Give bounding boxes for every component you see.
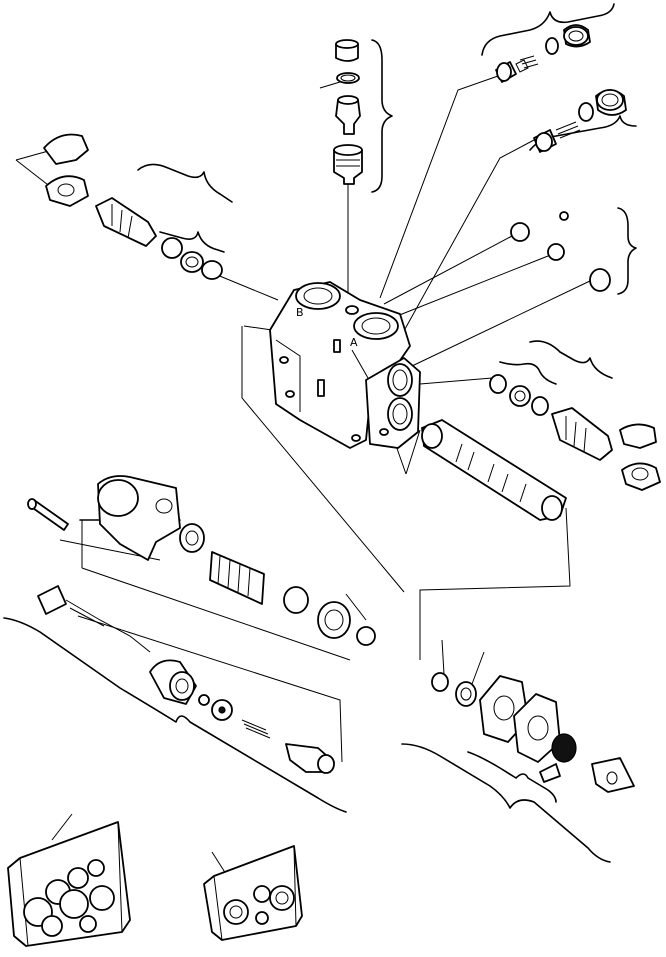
- brace-right-mid-small: [500, 362, 556, 384]
- valve-body: B A: [270, 282, 420, 448]
- port-a-label: A: [350, 336, 358, 349]
- brace-top-right: [482, 4, 614, 55]
- top-stack-parts: [334, 40, 362, 184]
- top-right-parts: [496, 25, 626, 152]
- brace-vertical-stem: [372, 40, 392, 192]
- brace-left-upper-small: [160, 232, 224, 252]
- leader-lines: [16, 76, 592, 874]
- seal-kit-packs: [8, 822, 302, 946]
- group-braces: [4, 4, 636, 862]
- spool: [422, 420, 566, 520]
- left-middle-parts: [28, 476, 375, 645]
- lower-left-parts: [38, 586, 334, 773]
- brace-right-mid: [530, 341, 612, 378]
- brace-lower-right: [402, 744, 610, 862]
- right-mid-parts: [490, 375, 660, 490]
- brace-lower-right-small: [468, 752, 556, 802]
- brace-lower-left: [4, 618, 346, 812]
- right-orings: [511, 212, 610, 291]
- left-upper-parts: [44, 135, 222, 280]
- brace-left-upper: [138, 164, 232, 202]
- port-b-label: B: [296, 306, 304, 319]
- lower-right-parts: [432, 673, 634, 792]
- brace-right-vertical: [618, 208, 636, 294]
